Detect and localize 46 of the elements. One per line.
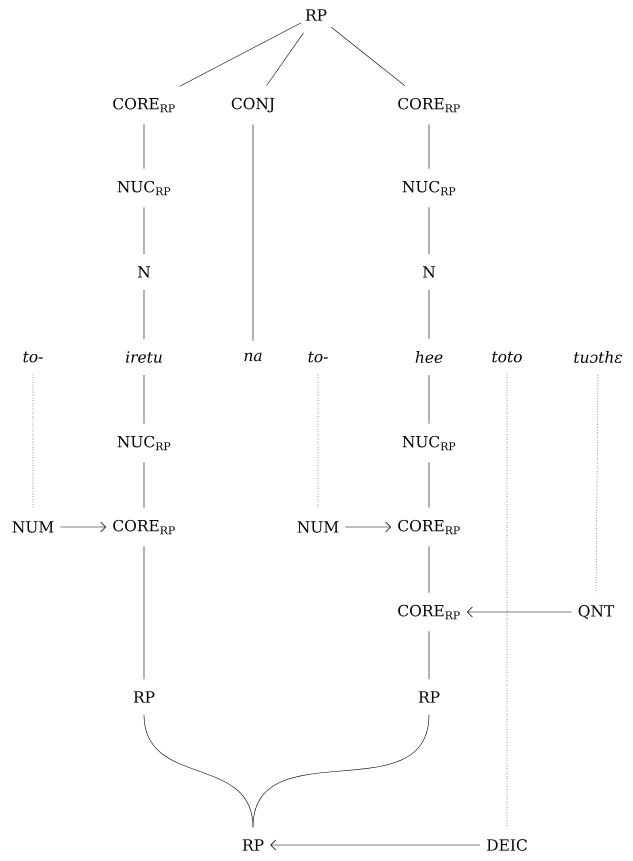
category-label: CONJ <box>232 98 274 112</box>
category-label: QNT <box>578 605 614 619</box>
dotted-line <box>32 374 34 510</box>
word-label: toto <box>492 352 522 362</box>
word-label: tuɔthɛ <box>574 351 622 364</box>
arrow <box>270 840 480 850</box>
tree-line <box>180 22 302 87</box>
category-label: NUC$_{RP}$ <box>402 436 456 450</box>
tree-line <box>428 207 430 254</box>
word-label: to- <box>308 352 328 362</box>
tree-line <box>330 26 405 86</box>
tree-line <box>428 631 430 680</box>
word-label: na <box>244 352 262 362</box>
tree-line <box>428 124 430 169</box>
category-label: RP <box>418 691 440 703</box>
tree-line <box>252 124 254 341</box>
category-label: CORE$_{RP}$ <box>398 604 460 620</box>
word-label: to- <box>23 352 43 362</box>
category-label: CORE$_{RP}$ <box>398 98 460 112</box>
arrow <box>60 522 106 532</box>
category-label: DEIC <box>487 839 527 851</box>
category-label: RP <box>134 691 154 703</box>
word-label: iretu <box>126 351 162 363</box>
tree-line <box>428 374 430 424</box>
category-label: CORE$_{RP}$ <box>113 98 175 112</box>
tree-line <box>252 714 430 828</box>
category-label: RP <box>306 9 326 21</box>
category-label: NUM <box>298 521 338 533</box>
tree-line <box>428 290 430 340</box>
category-label: RP <box>242 839 264 851</box>
category-label: CORE$_{RP}$ <box>113 520 175 534</box>
word-label: hee <box>416 351 442 363</box>
category-label: N <box>138 266 150 278</box>
tree-line <box>266 32 304 86</box>
tree-line <box>428 462 430 508</box>
arrow <box>345 522 392 532</box>
category-label: NUC$_{RP}$ <box>118 180 170 196</box>
category-label: CORE$_{RP}$ <box>398 520 460 534</box>
category-label: N <box>423 266 436 278</box>
dotted-line <box>596 374 598 594</box>
category-label: NUM <box>12 521 54 533</box>
category-label: NUC$_{RP}$ <box>402 180 456 196</box>
category-label: NUC$_{RP}$ <box>118 436 170 450</box>
arrow <box>466 606 572 618</box>
tree-line <box>428 546 430 593</box>
dotted-line <box>506 374 508 828</box>
